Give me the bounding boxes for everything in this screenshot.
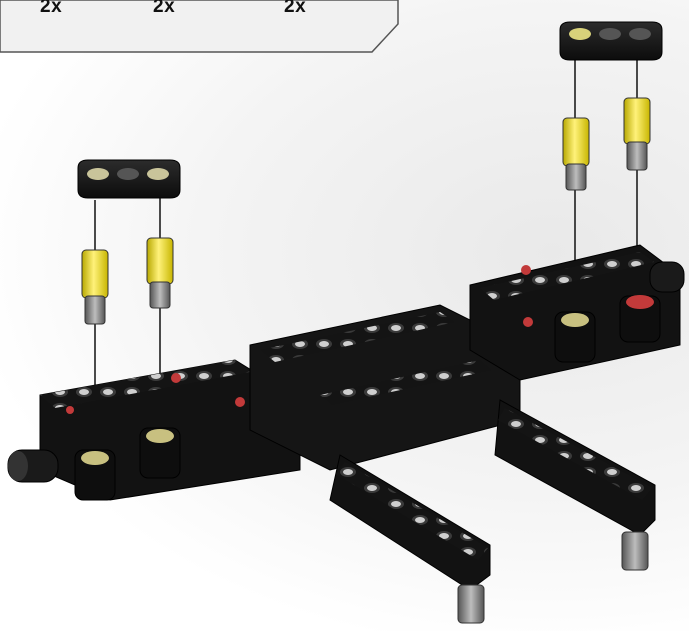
pin-left-2: [147, 238, 173, 308]
liftarm-left: [78, 160, 180, 198]
liftarm-right: [560, 22, 662, 60]
pin-right-2: [624, 98, 650, 170]
frame-assembly: [8, 245, 684, 623]
pin-left-1: [82, 250, 108, 324]
pin-right-1: [563, 118, 589, 190]
